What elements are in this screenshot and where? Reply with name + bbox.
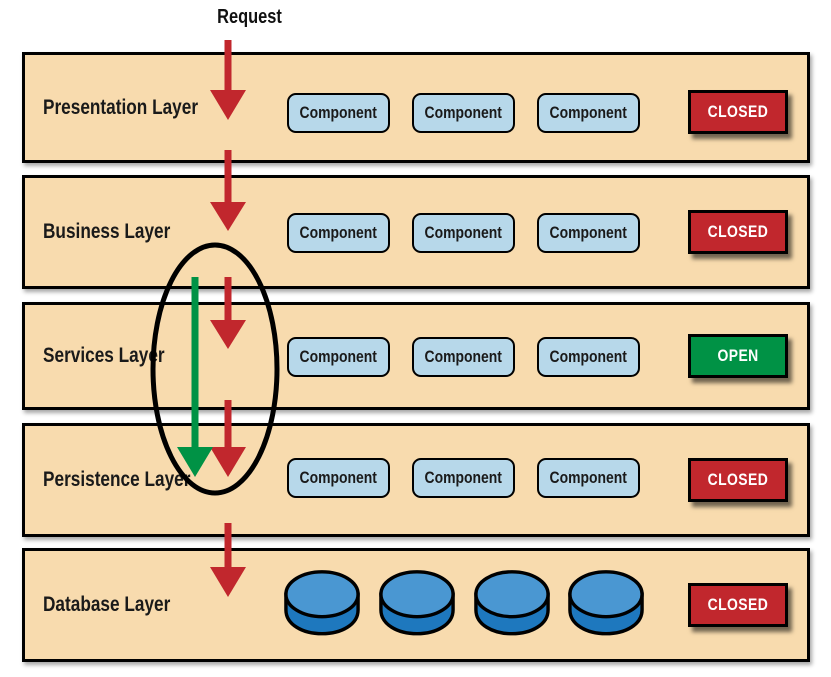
- component-box: Component: [412, 93, 515, 133]
- status-badge-label: OPEN: [717, 346, 759, 365]
- layer-presentation-label: Presentation Layer: [43, 95, 199, 119]
- component-box: Component: [537, 458, 640, 498]
- component-label: Component: [424, 223, 503, 242]
- status-badge-services: OPEN: [688, 334, 788, 378]
- layer-business-label: Business Layer: [43, 220, 171, 243]
- layer-database-label: Database Layer: [43, 593, 171, 616]
- component-label: Component: [299, 103, 378, 122]
- component-label: Component: [424, 468, 503, 487]
- component-box: Component: [537, 93, 640, 133]
- status-badge-label: CLOSED: [707, 102, 769, 121]
- status-badge-database: CLOSED: [688, 583, 788, 627]
- component-box: Component: [537, 213, 640, 253]
- component-box: Component: [287, 458, 390, 498]
- component-label: Component: [424, 103, 503, 122]
- component-label: Component: [299, 223, 378, 242]
- status-badge-persistence: CLOSED: [688, 458, 788, 502]
- database-icon: [379, 570, 455, 636]
- component-label: Component: [299, 347, 378, 366]
- component-box: Component: [537, 337, 640, 377]
- component-label: Component: [549, 347, 628, 366]
- status-badge-presentation: CLOSED: [688, 90, 788, 134]
- component-label: Component: [549, 103, 628, 122]
- component-box: Component: [412, 337, 515, 377]
- component-box: Component: [287, 213, 390, 253]
- component-box: Component: [287, 337, 390, 377]
- component-box: Component: [412, 458, 515, 498]
- request-label-text: Request: [216, 6, 282, 28]
- component-label: Component: [424, 347, 503, 366]
- request-label: Request: [179, 6, 319, 29]
- layer-services-label: Services Layer: [43, 344, 165, 367]
- status-badge-label: CLOSED: [707, 595, 769, 614]
- database-icon: [568, 570, 644, 636]
- component-label: Component: [299, 468, 378, 487]
- layer-persistence-label: Persistence Layer: [43, 468, 191, 491]
- layer-presentation: Presentation Layer: [22, 52, 810, 163]
- status-badge-label: CLOSED: [707, 470, 769, 489]
- component-box: Component: [287, 93, 390, 133]
- component-label: Component: [549, 223, 628, 242]
- database-icon: [284, 570, 360, 636]
- status-badge-business: CLOSED: [688, 210, 788, 254]
- database-icon: [474, 570, 550, 636]
- status-badge-label: CLOSED: [707, 222, 769, 241]
- component-label: Component: [549, 468, 628, 487]
- component-box: Component: [412, 213, 515, 253]
